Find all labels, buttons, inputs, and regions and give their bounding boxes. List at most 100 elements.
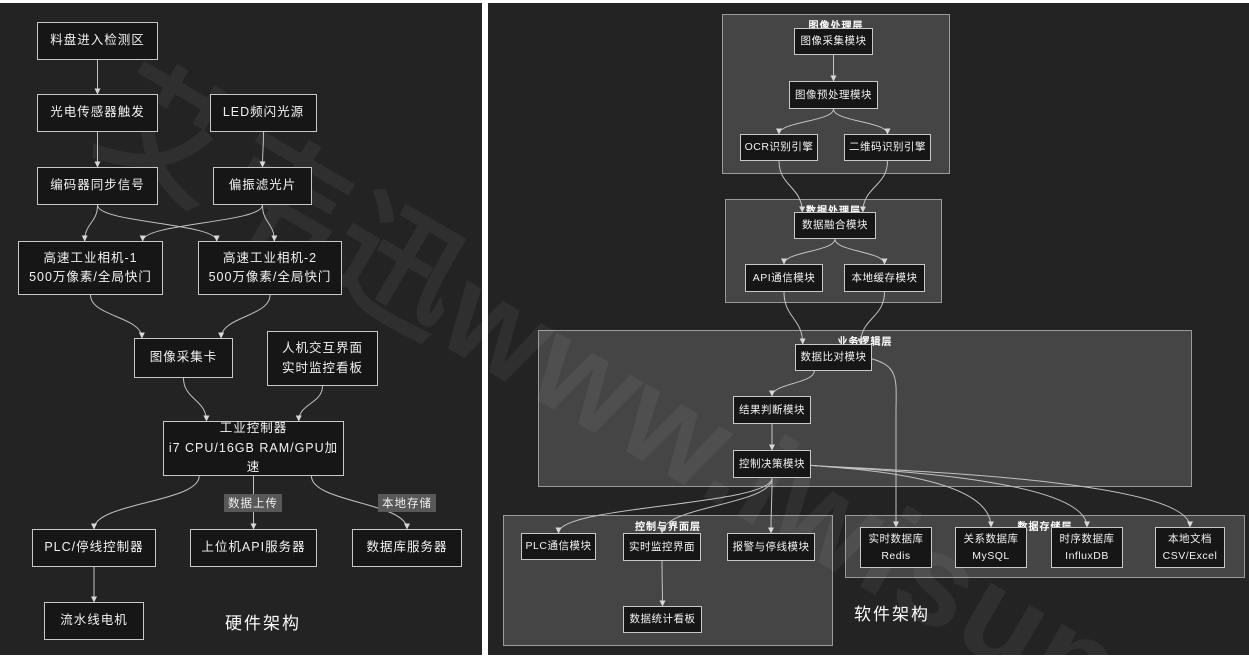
- node-label: i7 CPU/16GB RAM/GPU加速: [168, 440, 339, 475]
- edge-compare-redis: [871, 358, 899, 528]
- group-label: 数据处理层: [726, 202, 941, 217]
- node-label: Redis: [881, 549, 911, 562]
- node-plc: PLC/停线控制器: [32, 529, 156, 567]
- edge-decide-alarm: [768, 477, 775, 534]
- edge-encoder-cam2: [97, 204, 220, 242]
- node-label: 偏振滤光片: [228, 178, 297, 193]
- node-ipc: 工业控制器 i7 CPU/16GB RAM/GPU加速: [163, 421, 344, 476]
- node-label: 二维码识别引擎: [849, 141, 926, 154]
- node-label: 上位机API服务器: [201, 540, 306, 555]
- edge-polar-cam1: [139, 204, 263, 242]
- node-cam2: 高速工业相机-2 500万像素/全局快门: [198, 241, 342, 295]
- edge-fusion-apic: [781, 238, 836, 265]
- edge-monitor-stats: [659, 560, 666, 607]
- hardware-caption: 硬件架构: [225, 614, 301, 633]
- node-imgpre: 图像预处理模块: [789, 81, 878, 109]
- edge-decide-monitor: [659, 477, 773, 534]
- node-db: 数据库服务器: [352, 529, 462, 567]
- node-encoder: 编码器同步信号: [37, 167, 158, 205]
- edge-compare-judge: [769, 370, 815, 397]
- node-label: LED频闪光源: [222, 105, 305, 120]
- node-tray: 料盘进入检测区: [37, 22, 158, 60]
- node-label: 高速工业相机-1: [43, 250, 138, 265]
- node-label: 本地文档: [1168, 533, 1212, 546]
- edge-led-polar: [259, 131, 266, 168]
- edge-fusion-cache: [834, 238, 888, 265]
- node-polar: 偏振滤光片: [213, 167, 312, 205]
- node-label: PLC通信模块: [525, 540, 592, 553]
- group-label: 图像处理层: [808, 21, 864, 32]
- edge-apic-compare: [783, 291, 806, 345]
- edge-decide-influx: [810, 464, 1090, 528]
- node-label: 高速工业相机-2: [222, 250, 318, 265]
- group-label: 数据存储层: [1017, 522, 1073, 533]
- edge-ocr-fusion: [778, 160, 806, 213]
- edge-imgpre-qr: [833, 108, 891, 135]
- node-motor: 流水线电机: [44, 602, 144, 640]
- node-label: 数据比对模块: [800, 351, 867, 364]
- node-compare: 数据比对模块: [795, 344, 872, 371]
- edge-ipc-db: [310, 475, 410, 530]
- node-fusion: 数据融合模块: [794, 212, 876, 239]
- node-label: 光电传感器触发: [50, 105, 145, 120]
- node-label: 控制决策模块: [739, 457, 805, 470]
- node-label: 人机交互界面: [281, 341, 363, 356]
- node-judge: 结果判断模块: [733, 396, 811, 424]
- node-label: 实时监控界面: [629, 540, 695, 553]
- edge-encoder-cam1: [81, 204, 98, 242]
- edge-label: 数据上传: [224, 494, 282, 512]
- node-api: 上位机API服务器: [190, 529, 317, 567]
- node-decide: 控制决策模块: [733, 450, 811, 478]
- node-label: 关系数据库: [963, 533, 1019, 546]
- node-label: 数据统计看板: [629, 613, 696, 626]
- node-label: 实时监控看板: [281, 360, 363, 375]
- edge-label: 本地存储: [378, 494, 436, 512]
- node-label: 报警与停线模块: [732, 540, 810, 553]
- node-label: 编码器同步信号: [50, 178, 145, 193]
- node-monitor: 实时监控界面: [623, 533, 701, 561]
- node-qr: 二维码识别引擎: [844, 134, 931, 161]
- node-label: 图像采集模块: [800, 35, 867, 48]
- node-imgcap: 图像采集模块: [794, 28, 873, 55]
- node-photo: 光电传感器触发: [37, 94, 158, 132]
- node-grabber: 图像采集卡: [134, 338, 233, 378]
- node-label: 工业控制器: [219, 421, 288, 436]
- node-label: API通信模块: [752, 271, 816, 284]
- node-plccomm: PLC通信模块: [521, 533, 596, 560]
- node-alarm: 报警与停线模块: [727, 533, 815, 561]
- node-label: 本地缓存模块: [851, 271, 918, 284]
- node-label: CSV/Excel: [1162, 549, 1218, 562]
- node-label: 图像预处理模块: [795, 88, 872, 101]
- edge-qr-fusion: [859, 160, 888, 213]
- node-label: 图像采集卡: [149, 350, 218, 365]
- node-label: 数据库服务器: [366, 540, 448, 555]
- node-label: 流水线电机: [60, 613, 128, 628]
- node-label: 500万像素/全局快门: [208, 270, 332, 284]
- node-label: MySQL: [972, 549, 1010, 562]
- node-csv: 本地文档 CSV/Excel: [1155, 527, 1225, 568]
- node-cache: 本地缓存模块: [844, 264, 925, 292]
- node-apic: API通信模块: [745, 264, 823, 292]
- node-mysql: 关系数据库 MySQL: [955, 527, 1027, 568]
- edge-polar-cam2: [262, 204, 278, 242]
- edge-decide-plccomm: [555, 477, 773, 534]
- group-label: 控制与界面层: [635, 522, 701, 533]
- node-label: PLC/停线控制器: [44, 540, 144, 555]
- node-label: 时序数据库: [1059, 533, 1115, 546]
- edge-hmi-ipc: [295, 385, 323, 422]
- group-label: 业务逻辑层: [837, 337, 893, 348]
- node-ocr: OCR识别引擎: [740, 134, 818, 161]
- software-caption: 软件架构: [854, 605, 930, 624]
- edge-decide-csv: [810, 464, 1193, 528]
- node-stats: 数据统计看板: [623, 606, 702, 633]
- edge-ipc-plc: [91, 475, 200, 530]
- node-label: 数据融合模块: [802, 219, 868, 232]
- node-label: 料盘进入检测区: [50, 33, 145, 48]
- edge-cam2-grabber: [218, 294, 271, 339]
- node-led: LED频闪光源: [210, 94, 317, 132]
- node-label: 结果判断模块: [739, 403, 805, 416]
